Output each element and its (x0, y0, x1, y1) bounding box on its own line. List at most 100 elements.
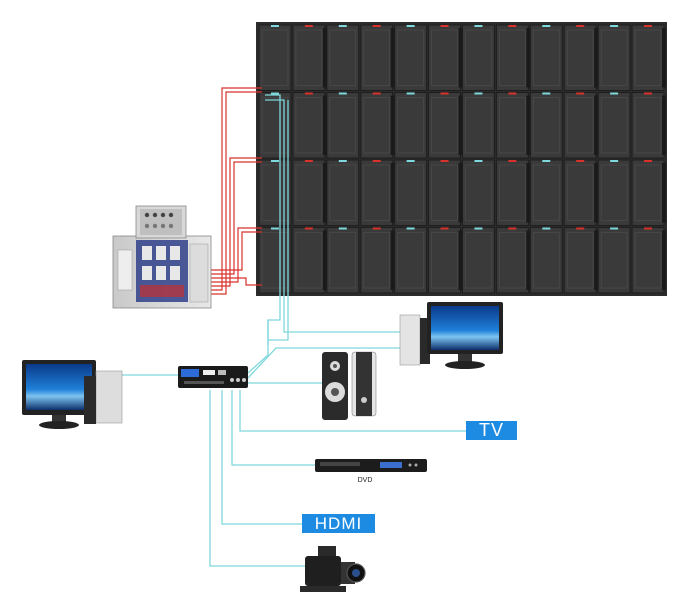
led-cabinet-connector (406, 25, 415, 27)
led-cabinet-panel (634, 232, 662, 289)
led-cabinet (292, 92, 326, 159)
led-cabinet-panel (634, 29, 662, 86)
led-cabinet-connector (406, 92, 415, 95)
led-cabinet (258, 227, 292, 294)
led-cabinet-connector (474, 25, 483, 27)
led-cabinet (631, 24, 665, 91)
led-cabinet-panel (634, 164, 662, 221)
led-cabinet-connector (576, 25, 585, 27)
led-cabinet (258, 92, 292, 159)
led-cabinet-connector (338, 92, 347, 95)
led-cabinet (258, 159, 292, 226)
led-cabinet (360, 92, 394, 159)
dvd-label: DVD (357, 477, 373, 484)
led-cabinet-latch (526, 230, 531, 290)
led-cabinet-connector (542, 25, 551, 27)
led-cabinet-connector (304, 160, 313, 162)
led-cabinet-panel (431, 97, 458, 154)
camera-cable (209, 390, 305, 567)
power-cable-row-2b (205, 161, 262, 275)
led-cabinet-panel (431, 164, 458, 221)
led-cabinet-connector (440, 25, 449, 27)
led-cabinet-latch (594, 28, 599, 88)
led-cabinet-panel (397, 164, 424, 221)
led-cabinet-connector (644, 92, 653, 95)
led-cabinet-connector (576, 92, 585, 95)
led-cabinet-latch (390, 28, 395, 88)
led-cabinet (360, 159, 394, 226)
led-cabinet-panel (499, 29, 526, 86)
led-cabinet-connector (576, 227, 585, 230)
led-cabinet (529, 92, 563, 159)
led-cabinet-latch (458, 28, 463, 88)
led-cabinet-panel (363, 97, 391, 154)
led-cabinet (394, 159, 428, 226)
led-cabinet (292, 227, 326, 294)
led-cabinet-panel (363, 164, 391, 221)
led-cabinet-panel (532, 29, 560, 86)
led-cabinet (326, 92, 360, 159)
led-cabinet (631, 159, 665, 226)
controller-to-wall-cable (247, 320, 269, 374)
controller-to-pc-cable (247, 347, 400, 379)
led-cabinet-panel (397, 29, 424, 86)
led-cabinet (597, 159, 631, 226)
led-cabinet-panel (397, 232, 424, 289)
led-cabinet-panel (600, 97, 628, 154)
led-cabinet-panel (600, 29, 628, 86)
led-cabinet-connector (304, 25, 313, 27)
led-cabinet-connector (270, 92, 279, 95)
led-cabinet-connector (610, 25, 619, 27)
led-cabinet-latch (526, 163, 531, 223)
led-cabinet-panel (465, 29, 492, 86)
led-cabinet-panel (465, 164, 492, 221)
led-cabinet-latch (662, 163, 666, 223)
led-cabinet-connector (508, 227, 517, 230)
led-cabinet (529, 24, 563, 91)
led-cabinet (631, 92, 665, 159)
led-cabinet-panel (566, 97, 594, 154)
led-cabinet (495, 159, 529, 226)
led-cabinet-connector (440, 227, 449, 230)
led-cabinet (394, 92, 428, 159)
led-cabinet-panel (532, 164, 560, 221)
led-cabinet-latch (662, 230, 666, 290)
led-cabinet-connector (474, 160, 483, 162)
led-cabinet-connector (508, 25, 517, 27)
led-cabinet-connector (338, 25, 347, 27)
dvd-player (315, 459, 427, 472)
led-cabinet-latch (526, 28, 531, 88)
right-computer (399, 302, 503, 369)
power-cables (205, 87, 262, 295)
speakers (322, 351, 377, 420)
led-cabinet-connector (508, 92, 517, 95)
led-cabinet (631, 227, 665, 294)
led-cabinet-panel (295, 232, 323, 289)
led-cabinet-panel (600, 164, 628, 221)
power-cable-row-3 (205, 227, 262, 283)
led-cabinet-panel (397, 97, 424, 154)
led-cabinet (258, 24, 292, 91)
led-cabinet-latch (390, 230, 395, 290)
led-cabinet-connector (542, 160, 551, 162)
led-cabinet (462, 227, 495, 294)
led-cabinet-panel (634, 97, 662, 154)
signal-cables (118, 94, 466, 567)
dvd-cable (231, 390, 315, 466)
led-wall-cabinets (258, 24, 666, 294)
led-cabinet-connector (338, 227, 347, 230)
led-cabinet-panel (431, 232, 458, 289)
led-cabinet (326, 227, 360, 294)
led-cabinet-panel (566, 29, 594, 86)
led-cabinet-panel (363, 232, 391, 289)
led-cabinet (462, 92, 495, 159)
led-cabinet-panel (566, 164, 594, 221)
led-cabinet-panel (329, 232, 357, 289)
led-cabinet-panel (499, 164, 526, 221)
led-cabinet (326, 159, 360, 226)
led-cabinet-panel (465, 232, 492, 289)
power-distribution-cabinet (112, 205, 212, 309)
led-cabinet-latch (322, 95, 327, 155)
led-cabinet-panel (499, 97, 526, 154)
